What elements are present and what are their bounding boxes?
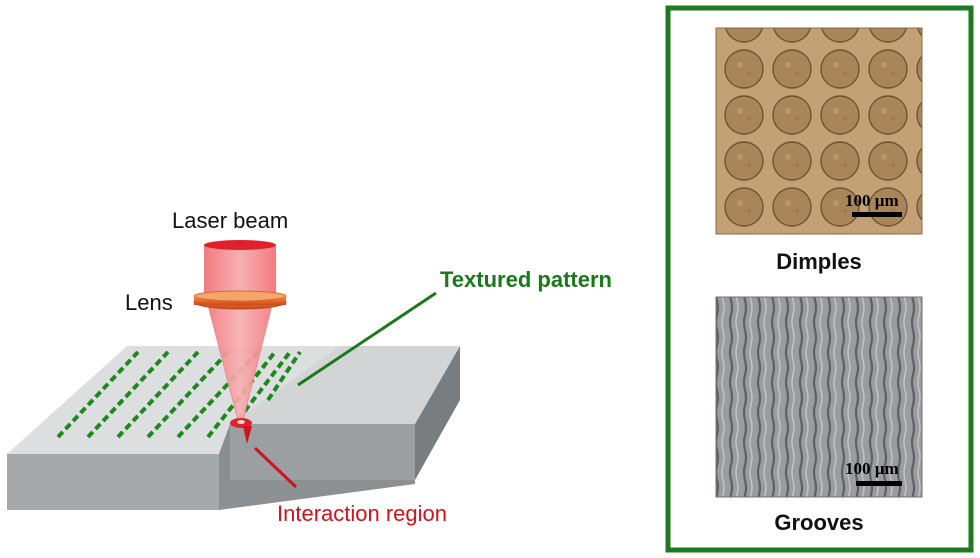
- textured-pattern-lines: [56, 350, 302, 439]
- melt-pool-core: [237, 420, 245, 424]
- pattern-line: [206, 350, 277, 439]
- dimples-image: [716, 28, 922, 234]
- lens-top: [193, 290, 287, 302]
- plate-top-right: [230, 346, 460, 424]
- dimples-title: Dimples: [776, 249, 862, 274]
- pattern-line: [176, 350, 260, 439]
- grooves-scale-label: 100 µm: [845, 459, 899, 478]
- textured-pattern-label: Textured pattern: [440, 267, 612, 292]
- laser-beam-label: Laser beam: [172, 208, 288, 233]
- beam-cone-edge: [207, 304, 239, 421]
- plate-front-lower: [219, 480, 415, 510]
- plate-side-right: [415, 346, 460, 480]
- textured-pattern-pointer: [297, 291, 437, 387]
- pattern-line: [116, 350, 200, 439]
- pattern-line: [236, 350, 292, 422]
- dimples-scale-label: 100 µm: [845, 191, 899, 210]
- interaction-spot: [230, 418, 252, 444]
- pattern-line: [56, 350, 140, 439]
- lens: [193, 290, 287, 310]
- lens-label: Lens: [125, 290, 173, 315]
- interaction-region-pointer: [253, 446, 298, 489]
- grooves-micrograph: 100 µm: [715, 296, 923, 498]
- pattern-line: [86, 350, 170, 439]
- interaction-region-label: Interaction region: [277, 501, 447, 526]
- pattern-line: [146, 350, 230, 439]
- grooves-title: Grooves: [774, 510, 863, 535]
- pattern-line: [266, 350, 302, 402]
- beam-cone: [208, 305, 272, 420]
- beam-column: [204, 245, 276, 297]
- melt-trail: [243, 426, 252, 444]
- dimples-micrograph: 100 µm: [715, 27, 923, 235]
- plate-front-right: [230, 424, 415, 480]
- dimples-scale-bar: [852, 212, 902, 217]
- grooves-image: [716, 297, 922, 497]
- laser-beam: [204, 240, 276, 421]
- beam-cone-edge: [242, 304, 273, 421]
- plate-front-left: [7, 454, 219, 510]
- beam-top-cap: [204, 240, 276, 250]
- grooves-scale-bar: [856, 481, 902, 486]
